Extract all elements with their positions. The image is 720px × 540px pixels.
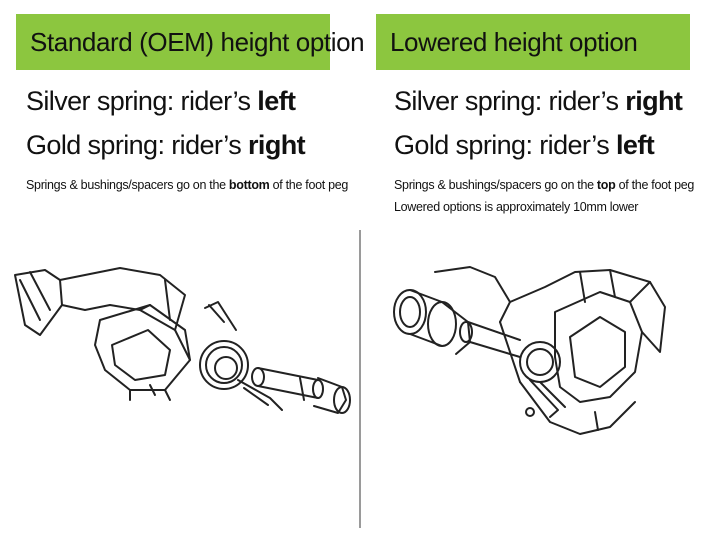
bracket-illustration [434, 266, 666, 435]
pin-illustration [467, 321, 521, 358]
gold-spring-text: Gold spring: rider’s left [394, 130, 655, 160]
pin-illustration [251, 367, 351, 414]
silver-spring-text: Silver spring: rider’s right [394, 86, 683, 116]
lowering-note: Lowered options is approximately 10mm lo… [394, 200, 639, 214]
spring-illustration [519, 341, 566, 418]
placement-note: Springs & bushings/spacers go on the bot… [26, 178, 349, 192]
bushing-illustration [393, 289, 473, 355]
lowered-height-panel: Lowered height option Silver spring: rid… [368, 0, 720, 540]
standard-height-panel: Standard (OEM) height option Silver spri… [0, 0, 365, 540]
standard-height-header: Standard (OEM) height option [16, 14, 365, 70]
lowered-height-header: Lowered height option [376, 14, 690, 70]
gold-spring-text: Gold spring: rider’s right [26, 130, 306, 160]
placement-note: Springs & bushings/spacers go on the top… [394, 178, 695, 192]
panel-divider [359, 230, 361, 528]
silver-spring-text: Silver spring: rider’s left [26, 86, 296, 116]
bracket-illustration [14, 267, 191, 401]
spring-illustration [199, 301, 283, 411]
lowered-assembly-diagram [393, 266, 666, 435]
standard-assembly-diagram [14, 267, 351, 414]
